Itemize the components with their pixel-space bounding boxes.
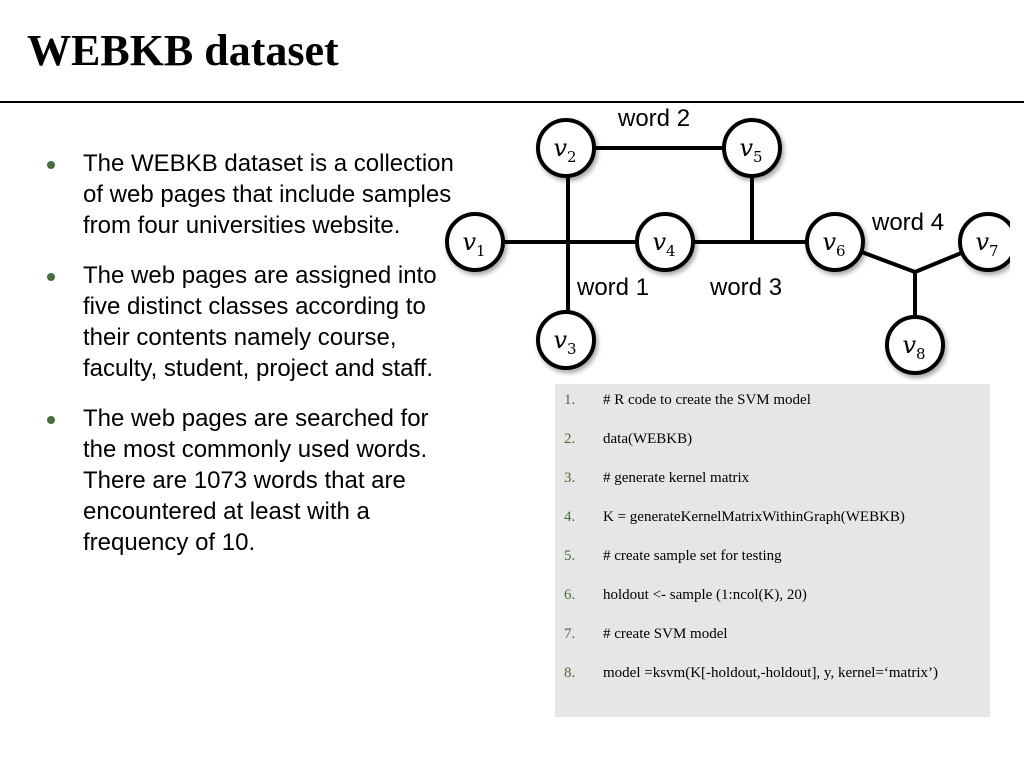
code-text: holdout <- sample (1:ncol(K), 20) — [603, 587, 807, 603]
code-line: 5. # create sample set for testing — [564, 547, 980, 586]
code-line: 6. holdout <- sample (1:ncol(K), 20) — [564, 586, 980, 625]
bullet-item: The web pages are assigned into five dis… — [45, 260, 465, 384]
bullet-item: The WEBKB dataset is a collection of web… — [45, 148, 465, 241]
node-circle — [635, 212, 695, 272]
line-number: 2. — [564, 431, 576, 447]
code-line: 4. K = generateKernelMatrixWithinGraph(WE… — [564, 508, 980, 547]
node-label: v6 — [822, 228, 845, 260]
graph-node-v6: v6 — [805, 212, 865, 272]
bullet-item: The web pages are searched for the most … — [45, 403, 465, 558]
code-line: 8. model =ksvm(K[-holdout,-holdout], y, k… — [564, 664, 980, 703]
hyperedge-label: word 2 — [617, 105, 690, 132]
line-number: 6. — [564, 587, 576, 603]
node-label: v5 — [739, 134, 762, 166]
node-label: v1 — [462, 228, 485, 260]
code-line: 3. # generate kernel matrix — [564, 469, 980, 508]
node-label: v3 — [553, 326, 576, 358]
code-text: K = generateKernelMatrixWithinGraph(WEBK… — [603, 509, 905, 525]
node-layer: v1 v2 v3 v4 v5 v6 v7 v8 — [445, 118, 1010, 375]
title-divider — [0, 101, 1024, 103]
node-circle — [536, 310, 596, 370]
code-line: 2. data(WEBKB) — [564, 430, 980, 469]
node-label: v2 — [553, 134, 576, 166]
line-number: 4. — [564, 509, 576, 525]
code-text: data(WEBKB) — [603, 431, 693, 447]
code-text: # create SVM model — [603, 626, 728, 642]
code-line: 1. # R code to create the SVM model — [564, 391, 980, 430]
graph-node-v3: v3 — [536, 310, 596, 370]
line-number: 1. — [564, 392, 576, 408]
line-number: 8. — [564, 665, 576, 681]
line-number: 7. — [564, 626, 576, 642]
hyperedge-label: word 3 — [709, 274, 782, 301]
node-circle — [885, 315, 945, 375]
line-number: 5. — [564, 548, 576, 564]
bullet-list: The WEBKB dataset is a collection of web… — [45, 148, 465, 577]
graph-node-v5: v5 — [722, 118, 782, 178]
hyperedge-label: word 1 — [576, 274, 649, 301]
node-label: v7 — [975, 228, 998, 260]
code-text: model =ksvm(K[-holdout,-holdout], y, ker… — [603, 665, 939, 681]
node-circle — [958, 212, 1010, 272]
graph-node-v2: v2 — [536, 118, 596, 178]
node-circle — [805, 212, 865, 272]
bullet-dot-icon — [47, 161, 55, 169]
code-panel: 1. # R code to create the SVM model 2. dat… — [555, 384, 990, 717]
graph-node-v7: v7 — [958, 212, 1010, 272]
hypergraph-diagram: word 2 word 1 word 3 word 4 v1 v2 v3 v4 v5 v6… — [445, 105, 1010, 375]
graph-node-v1: v1 — [445, 212, 505, 272]
code-line: 7. # create SVM model — [564, 625, 980, 664]
graph-node-v4: v4 — [635, 212, 695, 272]
hyperedge-label: word 4 — [871, 209, 944, 236]
code-text: # create sample set for testing — [603, 548, 782, 564]
graph-node-v8: v8 — [885, 315, 945, 375]
bullet-text: The web pages are searched for the most … — [83, 405, 429, 556]
code-text: # R code to create the SVM model — [603, 392, 811, 408]
bullet-dot-icon — [47, 273, 55, 281]
line-number: 3. — [564, 470, 576, 486]
bullet-dot-icon — [47, 416, 55, 424]
slide-title: WEBKB dataset — [27, 26, 339, 75]
node-label: v8 — [902, 331, 925, 363]
node-label: v4 — [652, 228, 675, 260]
code-text: # generate kernel matrix — [603, 470, 750, 486]
node-circle — [445, 212, 505, 272]
node-circle — [722, 118, 782, 178]
bullet-text: The WEBKB dataset is a collection of web… — [83, 150, 454, 239]
bullet-text: The web pages are assigned into five dis… — [83, 262, 437, 382]
node-circle — [536, 118, 596, 178]
